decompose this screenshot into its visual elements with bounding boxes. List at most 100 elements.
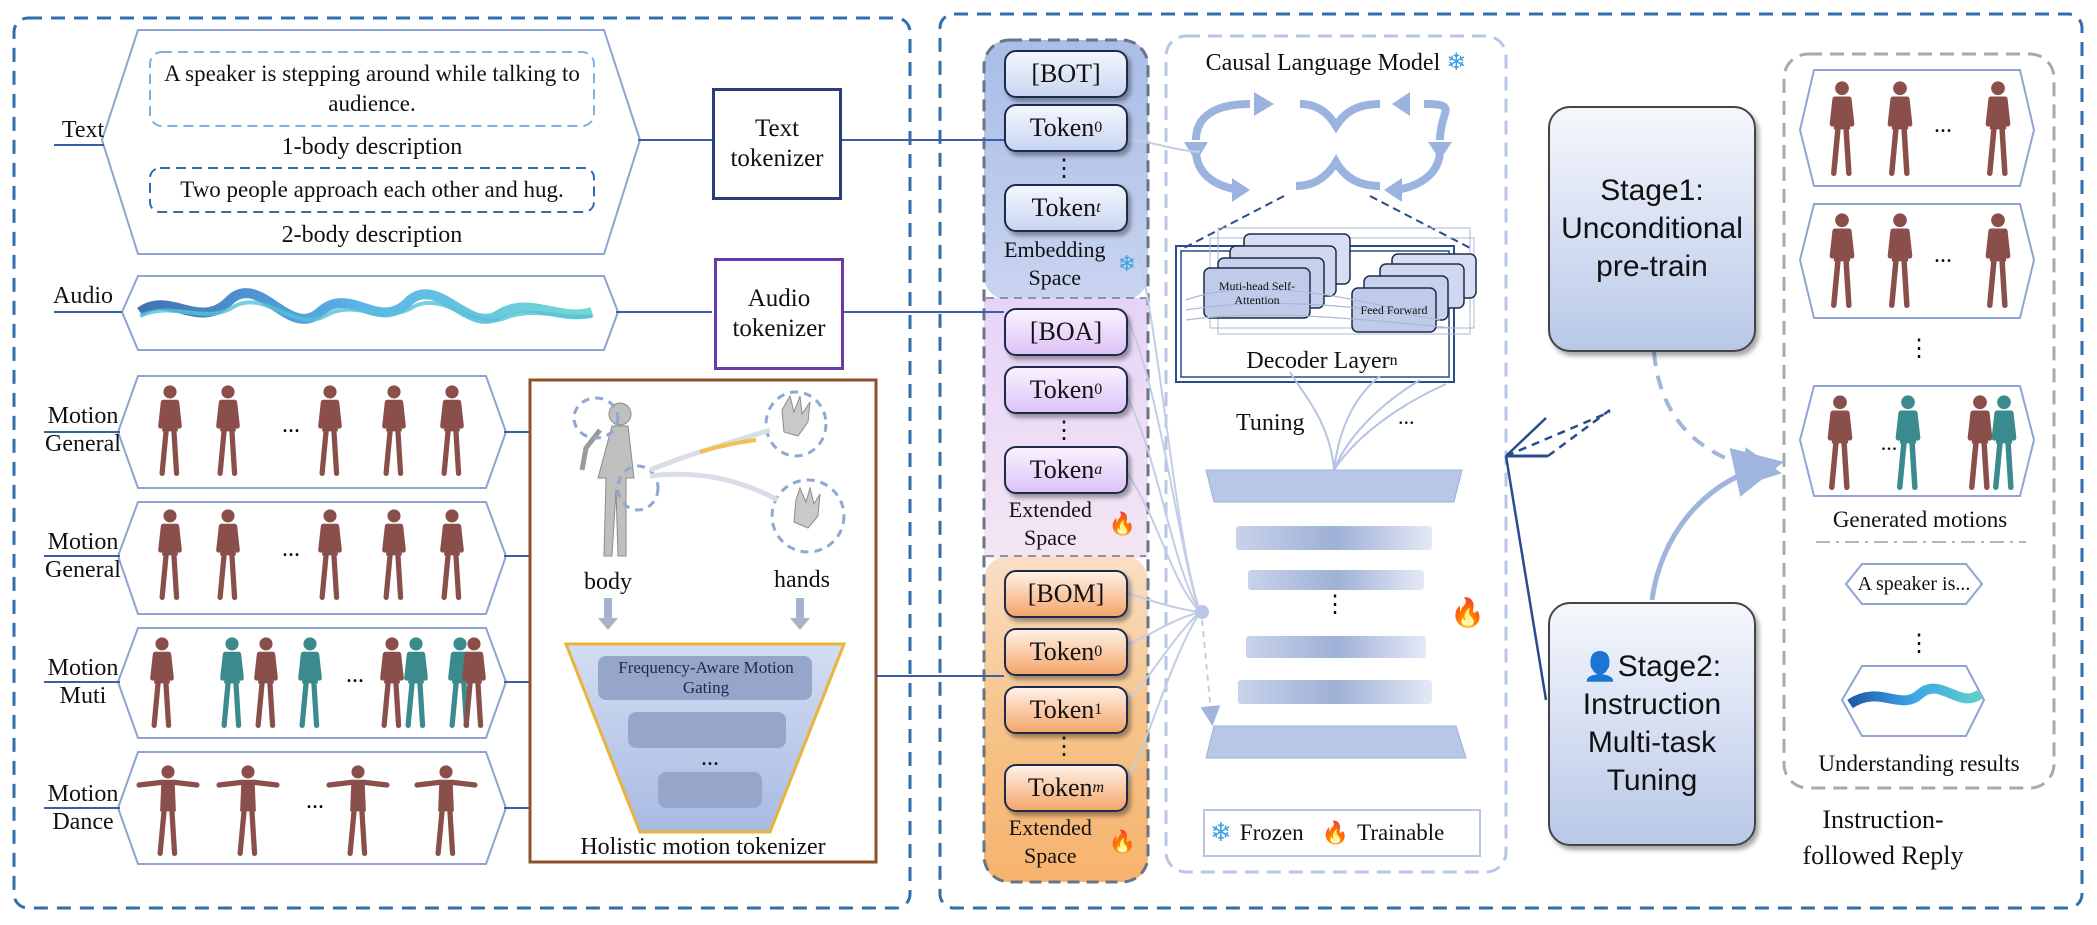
motion-extended-space-label: Extended Space🔥: [1008, 815, 1136, 868]
attention-label: Muti-head Self-Attention: [1218, 279, 1296, 307]
output-dots-1: ...: [1934, 111, 1952, 138]
output-frame: [1782, 52, 2056, 790]
tuning-label: Tuning: [1236, 410, 1305, 436]
motion-row-ellipsis: ...: [346, 662, 364, 688]
legend: ❄ Frozen 🔥 Trainable: [1210, 816, 1476, 850]
output-vdots-1: ⋮: [1907, 335, 1931, 362]
llm-layer-bar: [1246, 636, 1426, 658]
text-caption-1: 1-body description: [281, 133, 463, 160]
motion-figure: [440, 385, 464, 476]
motion-figure: [1887, 81, 1913, 176]
motion-figure: [254, 637, 278, 728]
motion-row-3-label: Motion Muti: [47, 655, 119, 709]
embedding-space-label: Embedding Space❄: [1004, 237, 1136, 290]
funnel-ellipsis: ...: [701, 744, 719, 771]
causal-lm-title: Causal Language Model❄: [1205, 50, 1467, 76]
snowflake-icon: ❄: [1446, 50, 1467, 76]
audio-extended-space-label: Extended Space🔥: [1008, 497, 1136, 550]
text-sentence-1: A speaker is stepping around while talki…: [164, 61, 580, 116]
motion-figure: [1829, 213, 1855, 308]
motion-figure: [1985, 81, 2011, 176]
motion-row-4-label: Motion Dance: [47, 781, 119, 835]
motion-row-2-label: Motion General: [45, 529, 121, 583]
motion-row-1-label: Motion General: [45, 403, 121, 457]
motion-figure: [1895, 395, 1921, 490]
motion-figure: [1827, 395, 1853, 490]
motion-figure: [158, 385, 182, 476]
audio-waveform: [137, 288, 594, 324]
motion-row-ellipsis: ...: [306, 788, 324, 814]
fire-icon: 🔥: [1108, 829, 1136, 854]
llm-frame: [1164, 34, 1508, 874]
fire-icon: 🔥: [1108, 511, 1136, 536]
tuning-dots: ...: [1398, 404, 1415, 429]
text-tokenizer: Text tokenizer: [712, 88, 842, 200]
motion-figure: [382, 385, 406, 476]
text-token-vdots: ⋮: [1052, 155, 1076, 182]
llm-vdots: ⋮: [1323, 591, 1347, 618]
motion-figure: [414, 765, 478, 856]
holistic-tokenizer-title: Holistic motion tokenizer: [580, 833, 826, 860]
output-dots-2: ...: [1934, 241, 1952, 268]
motion-figure: [318, 385, 342, 476]
token-boa: [BOA]: [1004, 308, 1128, 356]
motion-figure: [136, 765, 200, 856]
hands-label: hands: [774, 567, 830, 593]
speaker-snippet: A speaker is...: [1857, 572, 1971, 595]
left-frame: [12, 16, 912, 910]
snowflake-icon: ❄: [1117, 251, 1136, 276]
motion-figure: [404, 637, 428, 728]
llm-layer-bar: [1248, 570, 1424, 590]
motion-figure: [216, 385, 240, 476]
fire-icon: 🔥: [1450, 598, 1485, 629]
motion-figure: [440, 509, 464, 600]
output-dots-3: ...: [1880, 430, 1898, 455]
motion-figure: [150, 637, 174, 728]
audio-tokenizer: Audio tokenizer: [714, 258, 844, 370]
right-frame: [938, 12, 2084, 910]
audio-token-vdots: ⋮: [1052, 417, 1076, 444]
reply-waveform: [1847, 683, 1984, 709]
output-vdots-2: ⋮: [1907, 630, 1931, 657]
motion-figure: [326, 765, 390, 856]
body-figure: [579, 402, 635, 557]
llm-layer-bar: [1238, 680, 1432, 704]
motion-figure: [220, 637, 244, 728]
understanding-results-label: Understanding results: [1818, 751, 2020, 776]
legend-frozen: Frozen: [1239, 820, 1304, 845]
text-input-label: Text: [61, 117, 105, 143]
snowflake-icon: ❄: [1210, 818, 1232, 847]
motion-row-ellipsis: ...: [282, 412, 300, 438]
text-caption-2: 2-body description: [281, 221, 463, 248]
motion-figure: [216, 765, 280, 856]
motion-figure: [1829, 81, 1855, 176]
frequency-gating-label: Frequency-Aware Motion Gating: [618, 658, 794, 697]
motion-figure: [1985, 213, 2011, 308]
audio-input-label: Audio: [53, 283, 113, 309]
feed-forward-label: Feed Forward: [1360, 303, 1428, 317]
text-sentence-2: Two people approach each other and hug.: [180, 177, 564, 202]
token-bom: [BOM]: [1004, 570, 1128, 618]
motion-figure: [1991, 395, 2017, 490]
motion-figure: [298, 637, 322, 728]
user-icon: 👤: [1582, 651, 1618, 682]
motion-figure: [216, 509, 240, 600]
motion-figure: [318, 509, 342, 600]
stage1-box: Stage1: Unconditional pre-train: [1548, 106, 1756, 352]
motion-figure: [1887, 213, 1913, 308]
stage2-box: 👤Stage2: Instruction Multi-task Tuning: [1548, 602, 1756, 846]
body-label: body: [584, 569, 632, 595]
fire-icon: 🔥: [1321, 820, 1350, 845]
legend-trainable: Trainable: [1357, 820, 1445, 845]
motion-figure: [462, 637, 486, 728]
